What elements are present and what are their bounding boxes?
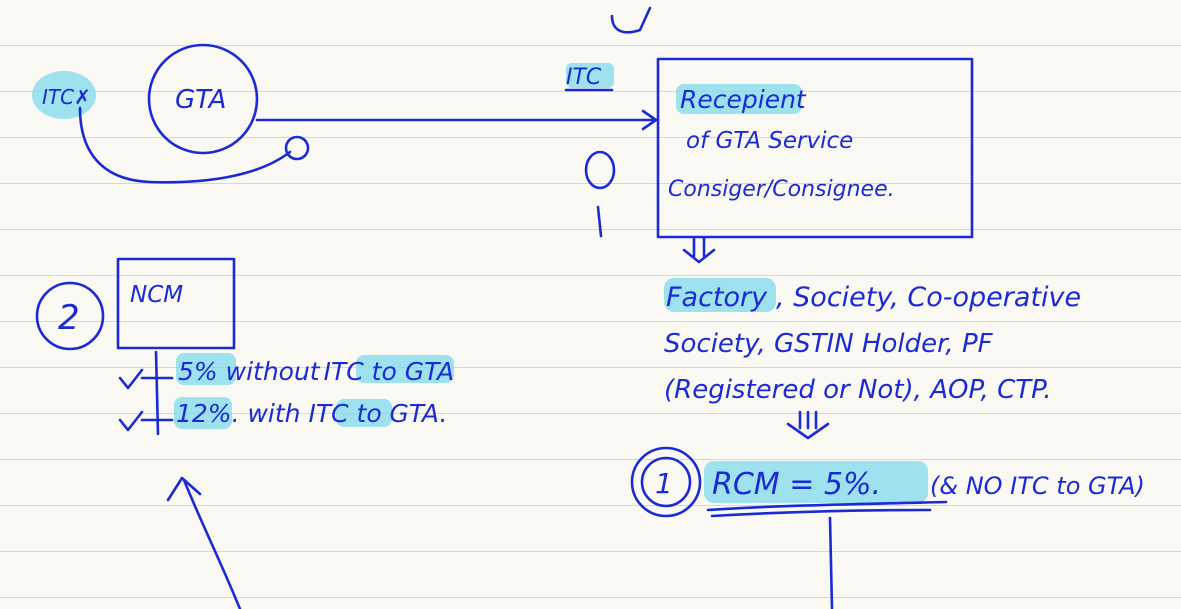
itc-gta-highlight-1 [356, 355, 454, 383]
recipient-line-3: Consiger/Consignee. [668, 177, 895, 202]
list-line-3: (Registered or Not), AOP, CTP. [664, 375, 1052, 405]
list-factory: Factory [666, 282, 768, 313]
rcm-number: 1 [655, 467, 673, 500]
ncm-rate-2: 12% [176, 399, 232, 428]
gta-label: GTA [175, 85, 226, 115]
recipient-box [656, 57, 974, 239]
tick-2 [118, 410, 144, 432]
ncm-rate-1: 5% [178, 357, 218, 386]
rcm-underline [706, 500, 948, 518]
gta-circle [147, 43, 259, 155]
recipient-line-2: of GTA Service [686, 128, 853, 154]
down-double-arrow-1 [682, 236, 716, 264]
list-line-1-rest: , Society, Co-operative [776, 282, 1081, 313]
rcm-outer-circle [630, 446, 702, 518]
up-arrow-head [166, 476, 202, 502]
itc-gta-highlight-2 [336, 399, 392, 427]
ncm-number: 2 [58, 298, 80, 338]
ncm-number-circle [35, 281, 105, 351]
tick-1 [118, 368, 144, 390]
ncm-line-2-mid: . with [232, 399, 309, 428]
recipient-highlight [676, 84, 802, 114]
down-triple-arrow [786, 410, 830, 440]
factory-highlight [664, 278, 776, 312]
rcm-highlight [704, 461, 928, 503]
rcm-text: RCM = 5%. [712, 467, 881, 502]
ncm-bracket [154, 350, 160, 436]
rcm-note: (& NO ITC to GTA) [930, 472, 1145, 500]
ncm-line-2-end: ITC to GTA. [308, 399, 447, 428]
itc-label: ITC [566, 65, 602, 90]
rcm-down-line [828, 516, 834, 609]
five-percent-highlight [176, 353, 236, 385]
ncm-line-2: 12%. with ITC to GTA. [176, 399, 447, 428]
rcm-inner-circle [640, 456, 692, 508]
ncm-box [116, 257, 236, 350]
itc-highlight [566, 63, 614, 88]
recipient-line-1: Recepient [680, 85, 807, 114]
ncm-line-1-mid: without [218, 357, 321, 386]
loop-curve [78, 106, 292, 184]
ncm-label: NCM [130, 282, 183, 308]
middle-tick [596, 205, 603, 238]
itc-x-label: ITC✗ [42, 85, 91, 109]
check-mark [610, 6, 652, 34]
list-line-2: Society, GSTIN Holder, PF [664, 329, 994, 359]
arrow-head [641, 109, 658, 131]
middle-circle [584, 150, 616, 190]
twelve-percent-highlight [174, 397, 232, 429]
ncm-line-1-end: ITC to GTA [324, 357, 455, 386]
up-arrow-to-ncm [182, 478, 242, 609]
loop-end-circle [284, 135, 310, 161]
